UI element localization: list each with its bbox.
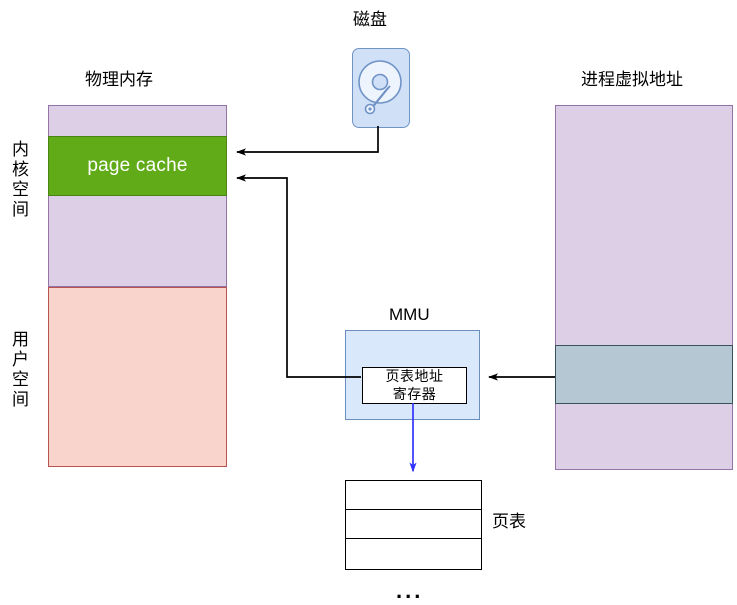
- physical-memory-box: page cache: [48, 105, 227, 467]
- page-table-register-box: 页表地址 寄存器: [362, 367, 467, 404]
- user-space-region: [48, 287, 227, 467]
- virtual-address-highlight-band: [555, 345, 733, 404]
- page-table-label: 页表: [492, 512, 526, 531]
- page-table-register-line2: 寄存器: [392, 385, 437, 402]
- page-table-ellipsis: ...: [396, 578, 424, 603]
- page-table-row: [346, 510, 481, 539]
- disk-title: 磁盘: [353, 10, 387, 29]
- hard-disk-icon: [352, 48, 410, 128]
- page-table-row: [346, 539, 481, 568]
- page-cache-block[interactable]: page cache: [48, 136, 227, 196]
- page-table-box: [345, 480, 482, 570]
- virtual-address-box: [555, 105, 733, 470]
- physical-memory-title: 物理内存: [85, 70, 153, 89]
- page-cache-label: page cache: [87, 155, 188, 176]
- mmu-box: 页表地址 寄存器: [345, 330, 480, 420]
- mmu-title: MMU: [389, 305, 430, 324]
- page-table-row: [346, 481, 481, 510]
- user-space-label: 用户空间: [9, 330, 28, 410]
- connector-disk-to-page-cache: [236, 126, 379, 156]
- kernel-space-label: 内核空间: [9, 140, 28, 220]
- connector-page-cache-to-mmu: [236, 174, 361, 378]
- page-table-register-line1: 页表地址: [385, 368, 444, 384]
- kernel-space-region: [48, 105, 227, 287]
- virtual-address-title: 进程虚拟地址: [581, 70, 683, 89]
